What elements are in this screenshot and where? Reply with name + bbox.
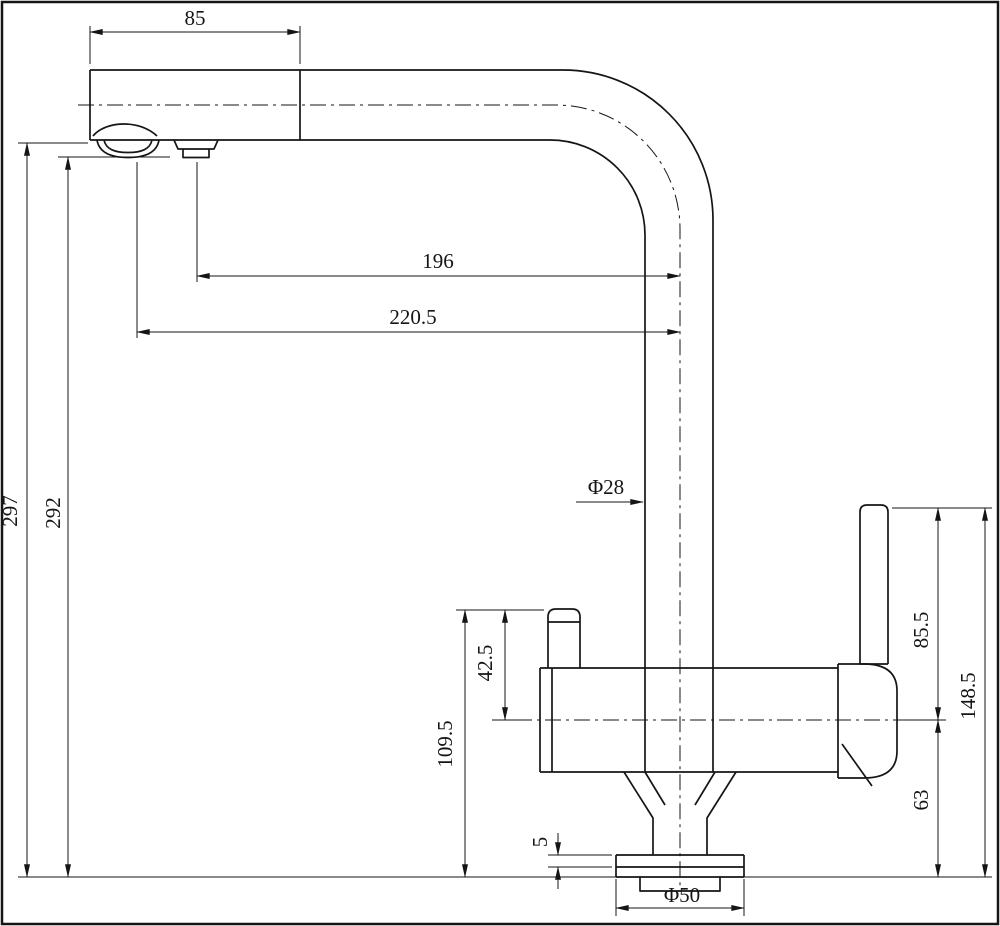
body-to-base-funnel — [623, 771, 737, 855]
dimension-lines — [24, 29, 988, 911]
spout-axis-centerline — [78, 104, 681, 889]
dim-phi50-label: Φ50 — [664, 883, 700, 907]
dim-220-5-label: 220.5 — [389, 305, 436, 329]
left-handle — [547, 608, 581, 668]
dim-148-5-label: 148.5 — [956, 672, 980, 719]
centerlines — [78, 104, 908, 889]
dim-63-label: 63 — [909, 790, 933, 811]
spout-and-riser-outline — [89, 69, 714, 772]
dim-297-label: 297 — [0, 495, 22, 527]
dim-196-label: 196 — [422, 249, 454, 273]
dim-42-5-label: 42.5 — [473, 645, 497, 682]
right-lever-handle — [859, 504, 889, 665]
dim-292-label: 292 — [41, 497, 65, 529]
filtered-water-outlet — [173, 139, 219, 159]
dim-phi28-label: Φ28 — [588, 475, 624, 499]
dim-109-5-label: 109.5 — [433, 720, 457, 767]
dim-85-5-label: 85.5 — [909, 612, 933, 649]
cartridge-housing — [837, 663, 898, 787]
dim-5-label: 5 — [528, 837, 552, 848]
valve-body — [539, 667, 838, 773]
dimension-labels: 85 196 220.5 297 292 Φ28 42.5 109.5 85.5… — [0, 6, 980, 907]
object-lines — [89, 69, 898, 892]
extension-lines — [18, 26, 992, 916]
ext-base-plate-5 — [548, 854, 612, 868]
dim-85-label: 85 — [185, 6, 206, 30]
